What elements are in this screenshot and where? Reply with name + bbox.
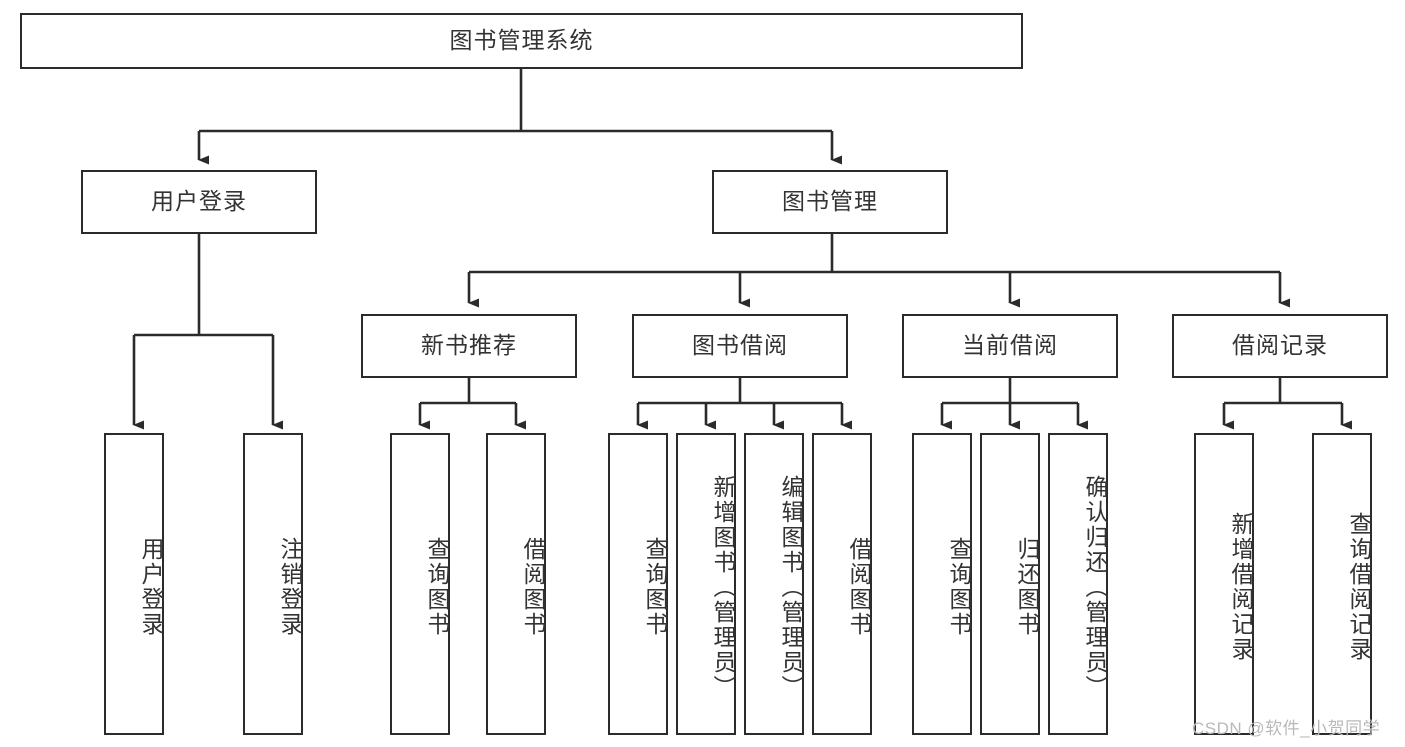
node-root[interactable]: 图书管理系统 <box>20 13 1023 69</box>
leaf-edit-book[interactable]: 编辑图书（管理员） <box>744 433 804 735</box>
csdn-watermark: CSDN @软件_小贺同学 <box>1192 719 1381 738</box>
node-current-borrow-label: 当前借阅 <box>962 332 1058 359</box>
leaf-confirm-return-label: 确认归还（管理员） <box>1082 474 1108 700</box>
leaf-edit-book-label: 编辑图书（管理员） <box>778 474 804 700</box>
leaf-borrow-book-a[interactable]: 借阅图书 <box>486 433 546 735</box>
leaf-query-book-b[interactable]: 查询图书 <box>608 433 668 735</box>
leaf-add-record[interactable]: 新增借阅记录 <box>1194 433 1254 735</box>
leaf-add-book-label: 新增图书（管理员） <box>710 474 736 700</box>
leaf-user-logout-label: 注销登录 <box>277 537 303 637</box>
leaf-add-book[interactable]: 新增图书（管理员） <box>676 433 736 735</box>
leaf-user-logout[interactable]: 注销登录 <box>243 433 303 735</box>
node-user-login[interactable]: 用户登录 <box>81 170 317 234</box>
leaf-borrow-book-a-label: 借阅图书 <box>520 537 546 637</box>
node-book-manage-label: 图书管理 <box>782 188 878 215</box>
node-book-borrow-label: 图书借阅 <box>692 332 788 359</box>
leaf-query-book-b-label: 查询图书 <box>642 537 668 637</box>
leaf-query-book-a-label: 查询图书 <box>424 537 450 637</box>
leaf-return-book[interactable]: 归还图书 <box>980 433 1040 735</box>
leaf-query-book-c-label: 查询图书 <box>946 537 972 637</box>
node-book-borrow[interactable]: 图书借阅 <box>632 314 848 378</box>
node-current-borrow[interactable]: 当前借阅 <box>902 314 1118 378</box>
leaf-add-record-label: 新增借阅记录 <box>1228 512 1254 662</box>
node-root-label: 图书管理系统 <box>449 27 594 54</box>
node-new-book-recommendation[interactable]: 新书推荐 <box>361 314 577 378</box>
leaf-return-book-label: 归还图书 <box>1014 537 1040 637</box>
leaf-query-record-label: 查询借阅记录 <box>1346 512 1372 662</box>
node-borrow-record-label: 借阅记录 <box>1232 332 1328 359</box>
leaf-borrow-book-b[interactable]: 借阅图书 <box>812 433 872 735</box>
leaf-user-login-label: 用户登录 <box>138 537 164 637</box>
node-book-manage[interactable]: 图书管理 <box>712 170 948 234</box>
leaf-confirm-return[interactable]: 确认归还（管理员） <box>1048 433 1108 735</box>
leaf-borrow-book-b-label: 借阅图书 <box>846 537 872 637</box>
node-borrow-record[interactable]: 借阅记录 <box>1172 314 1388 378</box>
node-new-book-recommendation-label: 新书推荐 <box>421 332 517 359</box>
node-user-login-label: 用户登录 <box>151 188 247 215</box>
leaf-query-record[interactable]: 查询借阅记录 <box>1312 433 1372 735</box>
leaf-query-book-a[interactable]: 查询图书 <box>390 433 450 735</box>
leaf-query-book-c[interactable]: 查询图书 <box>912 433 972 735</box>
leaf-user-login[interactable]: 用户登录 <box>104 433 164 735</box>
